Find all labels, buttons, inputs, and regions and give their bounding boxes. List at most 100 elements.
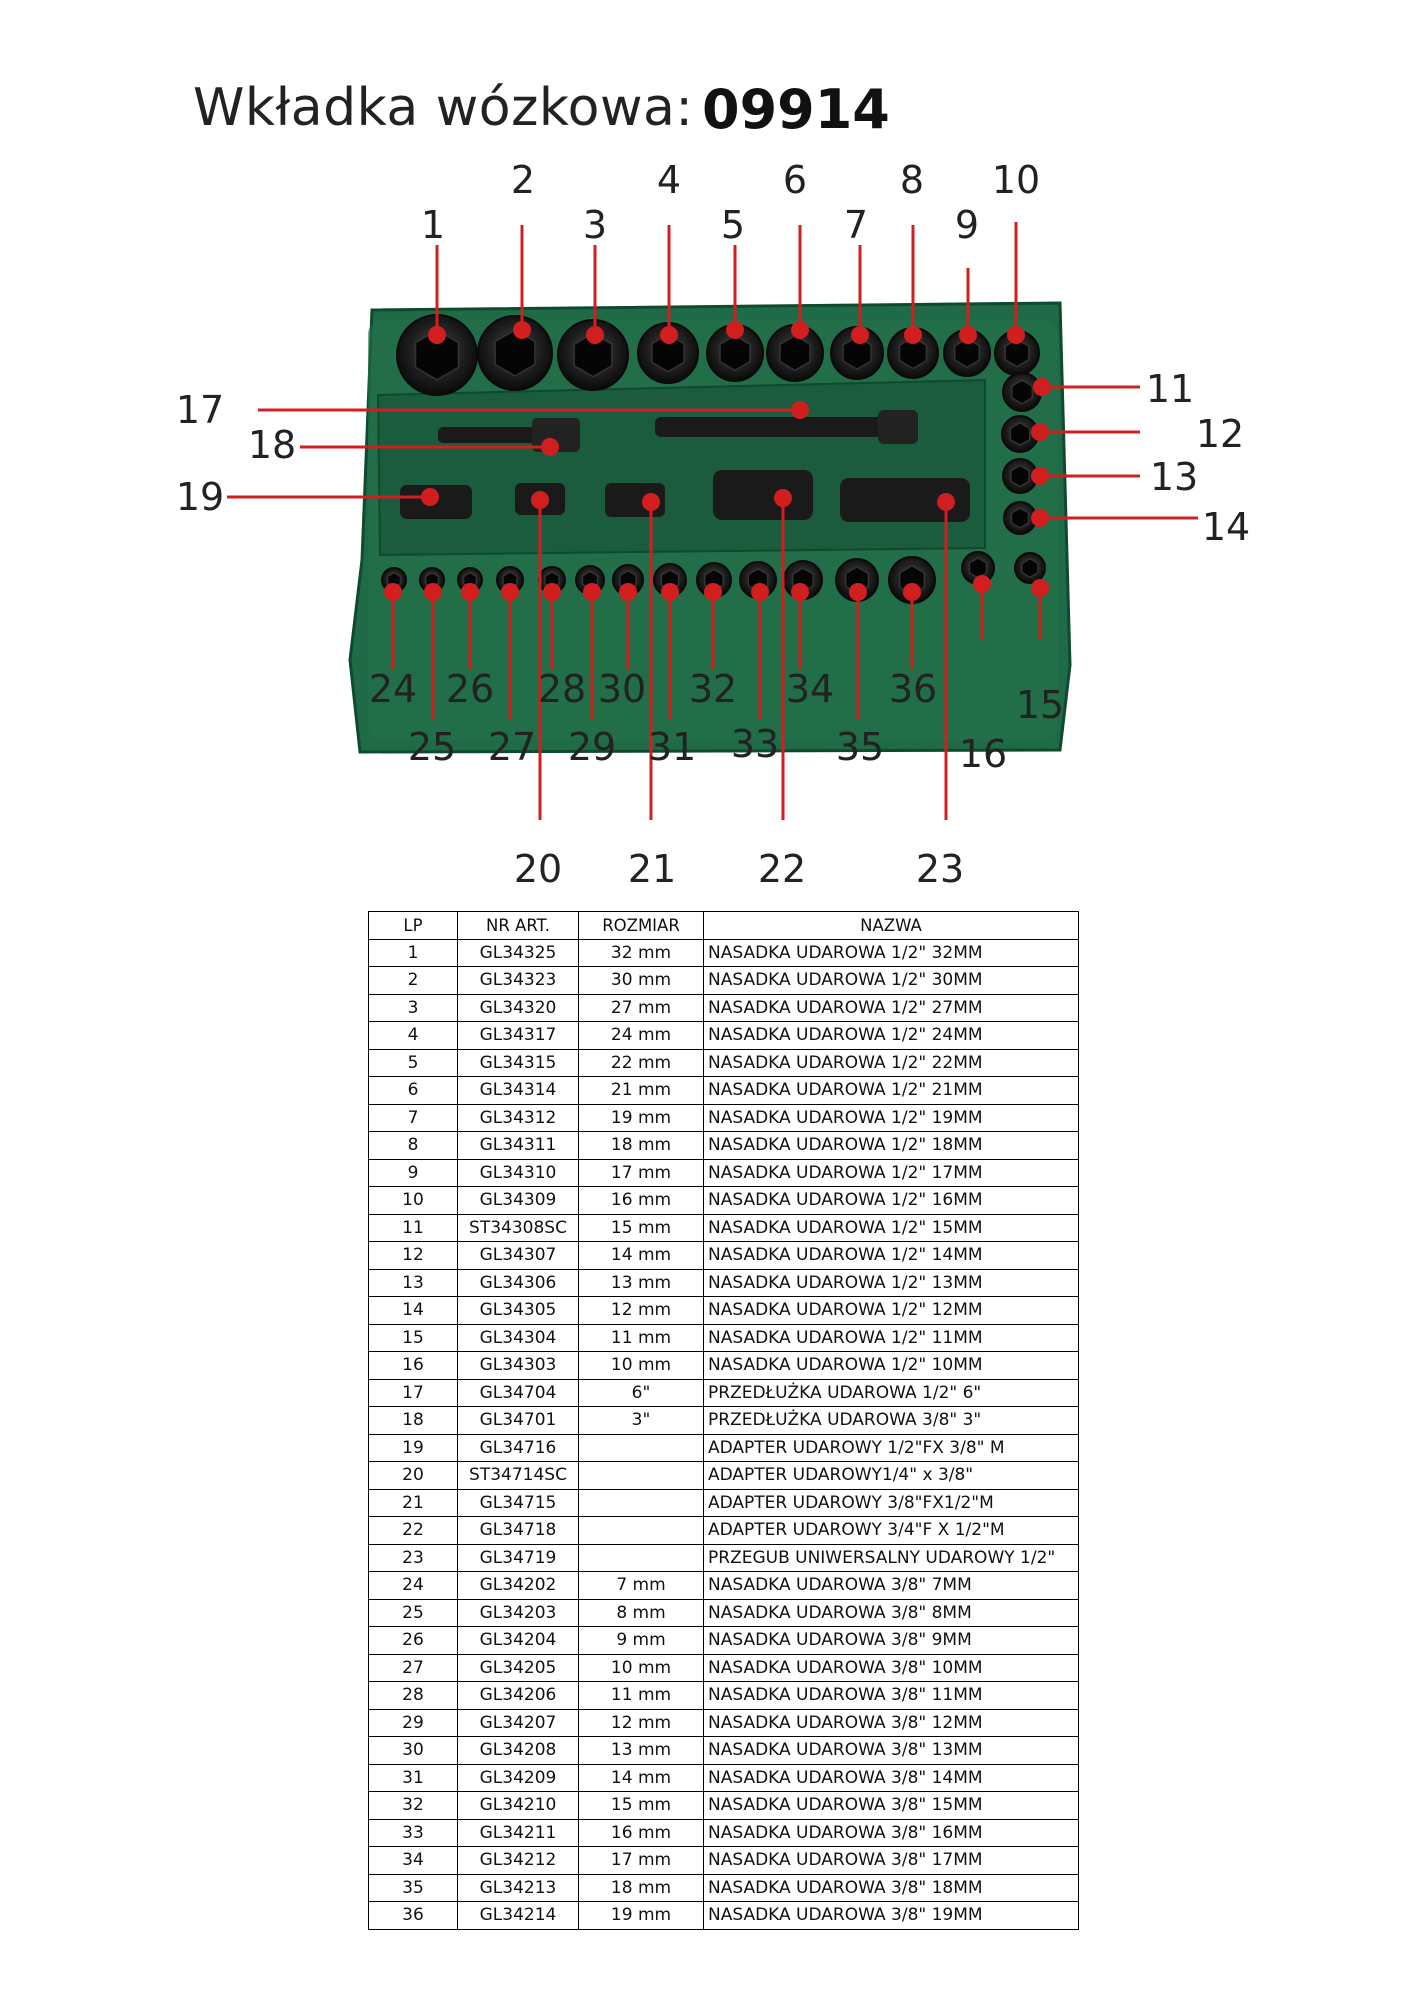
row-lp: 31	[368, 1763, 458, 1792]
socket-13	[1002, 458, 1038, 494]
callout-label-24: 24	[369, 667, 417, 711]
row-lp: 23	[368, 1543, 458, 1572]
row-article: GL34202	[457, 1571, 579, 1600]
table-header-row: LP NR ART. ROZMIAR NAZWA	[368, 911, 1079, 940]
callout-label-5: 5	[721, 203, 745, 247]
row-size: 27 mm	[578, 993, 704, 1022]
row-lp: 28	[368, 1681, 458, 1710]
row-article: GL34212	[457, 1846, 579, 1875]
row-lp: 6	[368, 1076, 458, 1105]
row-article: GL34307	[457, 1241, 579, 1270]
row-lp: 24	[368, 1571, 458, 1600]
row-size: 7 mm	[578, 1571, 704, 1600]
socket-5	[706, 324, 764, 382]
row-article: GL34306	[457, 1268, 579, 1297]
row-article: GL34310	[457, 1158, 579, 1187]
row-lp: 32	[368, 1791, 458, 1820]
socket-bottom-2	[419, 567, 445, 593]
row-name: NASADKA UDAROWA 3/8" 16MM	[703, 1818, 1079, 1847]
row-lp: 33	[368, 1818, 458, 1847]
row-name: NASADKA UDAROWA 3/8" 10MM	[703, 1653, 1079, 1682]
callout-label-7: 7	[844, 203, 868, 247]
row-article: GL34701	[457, 1406, 579, 1435]
row-size: 13 mm	[578, 1736, 704, 1765]
row-size: 32 mm	[578, 938, 704, 967]
row-lp: 5	[368, 1048, 458, 1077]
row-lp: 13	[368, 1268, 458, 1297]
row-lp: 21	[368, 1488, 458, 1517]
row-article: GL34311	[457, 1131, 579, 1160]
callout-label-8: 8	[900, 158, 924, 202]
row-article: GL34704	[457, 1378, 579, 1407]
row-name: NASADKA UDAROWA 1/2" 17MM	[703, 1158, 1079, 1187]
socket-1	[396, 314, 478, 396]
socket-10	[994, 330, 1040, 376]
row-name: NASADKA UDAROWA 1/2" 15MM	[703, 1213, 1079, 1242]
row-size: 12 mm	[578, 1296, 704, 1325]
row-name: NASADKA UDAROWA 1/2" 22MM	[703, 1048, 1079, 1077]
row-lp: 11	[368, 1213, 458, 1242]
callout-label-20: 20	[514, 847, 562, 891]
socket-bottom-10	[739, 561, 777, 599]
header-name: NAZWA	[703, 911, 1079, 940]
socket-bottom-5	[538, 566, 566, 594]
row-article: GL34719	[457, 1543, 579, 1572]
callout-label-10: 10	[992, 158, 1040, 202]
callout-label-31: 31	[648, 725, 696, 769]
row-article: GL34209	[457, 1763, 579, 1792]
row-name: NASADKA UDAROWA 1/2" 11MM	[703, 1323, 1079, 1352]
row-lp: 30	[368, 1736, 458, 1765]
row-article: GL34320	[457, 993, 579, 1022]
row-lp: 4	[368, 1021, 458, 1050]
socket-12	[1001, 415, 1039, 453]
row-name: NASADKA UDAROWA 1/2" 19MM	[703, 1103, 1079, 1132]
row-size: 19 mm	[578, 1901, 704, 1930]
callout-label-13: 13	[1150, 455, 1198, 499]
row-lp: 7	[368, 1103, 458, 1132]
row-lp: 15	[368, 1323, 458, 1352]
callout-label-15: 15	[1016, 683, 1064, 727]
row-name: NASADKA UDAROWA 1/2" 12MM	[703, 1296, 1079, 1325]
callout-label-30: 30	[598, 667, 646, 711]
row-name: ADAPTER UDAROWY 3/8"FX1/2"M	[703, 1488, 1079, 1517]
row-lp: 10	[368, 1186, 458, 1215]
callout-label-23: 23	[916, 847, 964, 891]
row-name: NASADKA UDAROWA 1/2" 10MM	[703, 1351, 1079, 1380]
callout-label-28: 28	[538, 667, 586, 711]
row-name: NASADKA UDAROWA 3/8" 12MM	[703, 1708, 1079, 1737]
row-name: NASADKA UDAROWA 1/2" 30MM	[703, 966, 1079, 995]
row-article: GL34312	[457, 1103, 579, 1132]
row-lp: 14	[368, 1296, 458, 1325]
callout-label-22: 22	[758, 847, 806, 891]
socket-2	[477, 315, 553, 391]
callout-label-16: 16	[959, 732, 1007, 776]
callout-label-27: 27	[488, 725, 536, 769]
row-name: NASADKA UDAROWA 1/2" 32MM	[703, 938, 1079, 967]
row-size: 10 mm	[578, 1351, 704, 1380]
header-size: ROZMIAR	[578, 911, 704, 940]
row-name: PRZEDŁUŻKA UDAROWA 3/8" 3"	[703, 1406, 1079, 1435]
row-article: GL34210	[457, 1791, 579, 1820]
row-size: 19 mm	[578, 1103, 704, 1132]
callout-label-4: 4	[657, 158, 681, 202]
row-name: NASADKA UDAROWA 3/8" 13MM	[703, 1736, 1079, 1765]
callout-label-19: 19	[176, 475, 224, 519]
socket-9	[943, 329, 991, 377]
callout-label-9: 9	[955, 203, 979, 247]
row-article: GL34303	[457, 1351, 579, 1380]
callout-label-14: 14	[1202, 505, 1250, 549]
row-size	[578, 1543, 704, 1572]
row-article: GL34716	[457, 1433, 579, 1462]
row-size: 11 mm	[578, 1323, 704, 1352]
row-name: ADAPTER UDAROWY1/4" x 3/8"	[703, 1461, 1079, 1490]
